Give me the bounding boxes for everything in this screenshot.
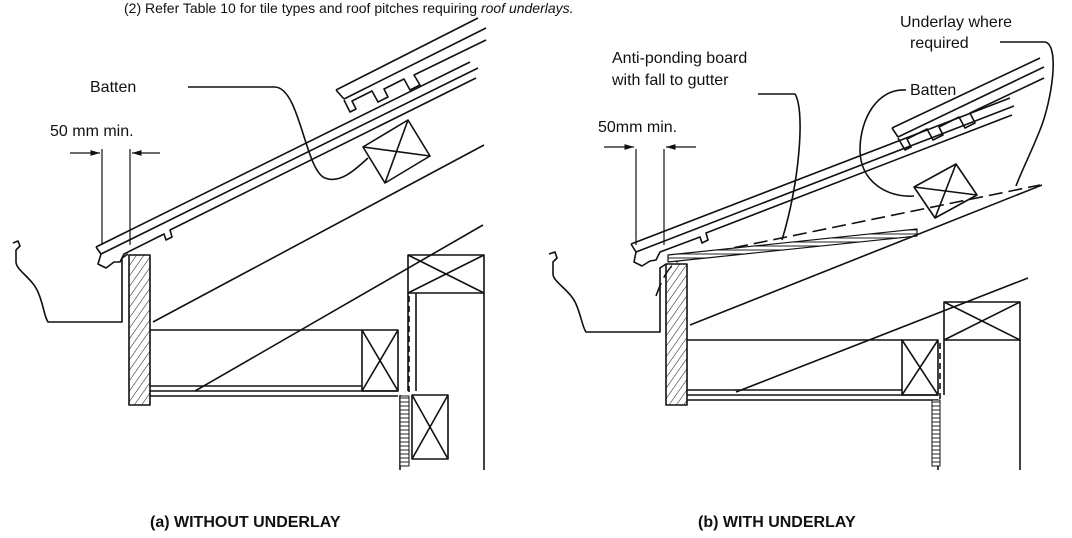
batten-section — [362, 119, 431, 184]
clearance-label-right: 50mm min. — [598, 119, 677, 136]
board-leader-line — [758, 93, 801, 241]
upper-tile-course-right — [891, 57, 1045, 151]
lintel-box — [411, 394, 449, 460]
batten-leader-line — [188, 86, 369, 181]
upper-tile-course — [335, 17, 487, 113]
detail-without-underlay — [12, 17, 487, 470]
caption-without-underlay: (a) WITHOUT UNDERLAY — [150, 514, 341, 531]
batten-leader-line-right — [859, 89, 915, 197]
fascia-board — [128, 254, 151, 406]
clearance-label-left: 50 mm min. — [50, 123, 134, 140]
underlay-leader-line — [1000, 41, 1054, 187]
board-label-line1: Anti-ponding board — [612, 50, 747, 67]
rafter-line-lower-right — [735, 277, 1029, 393]
brick-veneer — [399, 395, 410, 467]
table-reference-note: (2) Refer Table 10 for tile types and ro… — [124, 0, 574, 16]
underlay-label-line1: Underlay where — [900, 14, 1012, 31]
top-plate-box — [407, 254, 485, 294]
batten-label-left: Batten — [90, 79, 136, 96]
gutter-profile — [12, 240, 129, 323]
caption-with-underlay: (b) WITH UNDERLAY — [698, 514, 856, 531]
board-label-line2: with fall to gutter — [611, 72, 729, 89]
rafter-line-upper-right — [689, 184, 1043, 326]
top-plate-box-right — [943, 301, 1021, 341]
batten-section-right — [913, 163, 978, 219]
rafter-line-upper — [152, 144, 485, 323]
underlay-label-line2: required — [910, 35, 969, 52]
batten-label-right: Batten — [910, 82, 956, 99]
rafter-line-lower — [194, 224, 484, 392]
anti-ponding-board — [667, 228, 918, 263]
ceiling-joist-box-right — [901, 339, 939, 396]
detail-with-underlay — [548, 41, 1054, 470]
fascia-board-right — [665, 263, 688, 406]
eave-roof-tile — [95, 61, 479, 269]
gutter-profile-right — [548, 251, 667, 333]
clearance-dimension-right — [604, 144, 696, 245]
eave-roof-tile-right — [630, 97, 1015, 267]
clearance-dimension — [70, 149, 160, 245]
ceiling-joist-box — [361, 329, 399, 392]
brick-veneer-right — [931, 399, 941, 467]
